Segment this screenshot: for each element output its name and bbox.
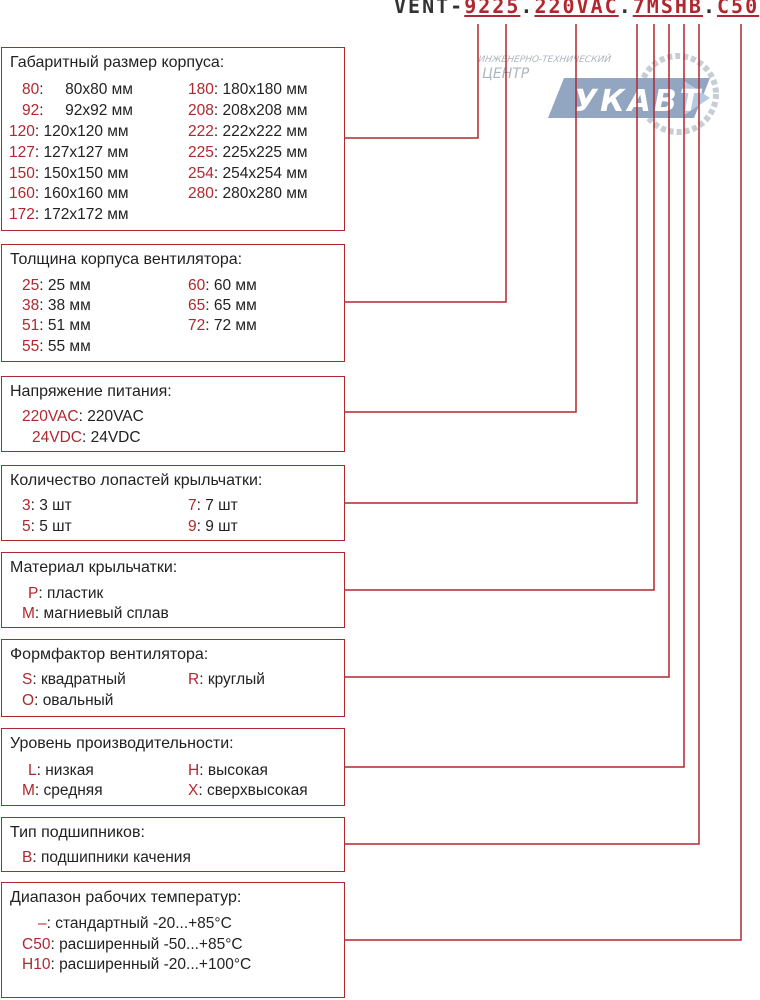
option-item: 72: 72 мм bbox=[188, 317, 257, 334]
logo-line1: ИНЖЕНЕРНО-ТЕХНИЧЕСКИЙ bbox=[478, 53, 612, 65]
option-item: 160: 160x160 мм bbox=[9, 185, 129, 202]
section-temperature: Диапазон рабочих температур: –: стандарт… bbox=[1, 882, 345, 998]
option-item: 3: 3 шт bbox=[22, 497, 72, 514]
option-item: 180: 180x180 мм bbox=[188, 81, 308, 98]
code-segment-performance: H bbox=[674, 0, 689, 18]
option-item: 222: 222x222 мм bbox=[188, 123, 308, 140]
section-voltage: Напряжение питания: 220VAC: 220VAC 24VDC… bbox=[1, 376, 345, 452]
section-title: Уровень производительности: bbox=[10, 735, 234, 752]
option-item: 38: 38 мм bbox=[22, 297, 91, 314]
option-item: 65: 65 мм bbox=[188, 297, 257, 314]
option-item: 25: 25 мм bbox=[22, 277, 91, 294]
section-bearing: Тип подшипников: B: подшипники качения bbox=[1, 817, 345, 872]
option-item: R: круглый bbox=[188, 671, 265, 688]
option-item: 120: 120x120 мм bbox=[9, 123, 129, 140]
section-title: Толщина корпуса вентилятора: bbox=[10, 251, 243, 268]
option-item: 9: 9 шт bbox=[188, 518, 238, 535]
option-item: 60: 60 мм bbox=[188, 277, 257, 294]
option-item: M: средняя bbox=[22, 782, 103, 799]
option-item: 7: 7 шт bbox=[188, 497, 238, 514]
option-item: 80: 80x80 мм bbox=[22, 81, 133, 98]
section-title: Напряжение питания: bbox=[10, 383, 172, 400]
option-item: 92: 92x92 мм bbox=[22, 102, 133, 119]
option-item: 172: 172x172 мм bbox=[9, 206, 129, 223]
model-code-prefix: VENT- bbox=[394, 0, 465, 18]
section-title: Диапазон рабочих температур: bbox=[10, 889, 242, 906]
section-title: Габаритный размер корпуса: bbox=[10, 54, 225, 71]
section-title: Материал крыльчатки: bbox=[10, 559, 178, 576]
option-item: H10: расширенный -20...+100°C bbox=[22, 956, 252, 973]
option-item: 55: 55 мм bbox=[22, 338, 91, 355]
option-item: M: магниевый сплав bbox=[22, 605, 169, 622]
code-segment-blades: 7 bbox=[632, 0, 647, 18]
section-formfactor: Формфактор вентилятора: S: квадратный O:… bbox=[1, 639, 345, 717]
code-segment-material: M bbox=[646, 0, 661, 18]
option-item: 220VAC: 220VAC bbox=[22, 408, 144, 425]
section-blades: Количество лопастей крыльчатки: 3: 3 шт … bbox=[1, 465, 345, 541]
option-item: –: стандартный -20...+85°C bbox=[38, 915, 232, 932]
option-item: S: квадратный bbox=[22, 671, 126, 688]
section-material: Материал крыльчатки: P: пластик M: магни… bbox=[1, 552, 345, 628]
section-performance: Уровень производительности: L: низкая M:… bbox=[1, 728, 345, 806]
option-item: L: низкая bbox=[28, 762, 94, 779]
option-item: H: высокая bbox=[188, 762, 268, 779]
code-segment-voltage: 220VAC bbox=[534, 0, 619, 18]
option-item: 280: 280x280 мм bbox=[188, 185, 308, 202]
section-thickness: Толщина корпуса вентилятора: 25: 25 мм 3… bbox=[1, 244, 345, 362]
option-item: 208: 208x208 мм bbox=[188, 102, 308, 119]
code-segment-bearing: B bbox=[688, 0, 703, 18]
model-code: VENT-9225.220VAC.7MSHB.C50 bbox=[394, 0, 759, 18]
option-item: O: овальный bbox=[22, 692, 114, 709]
option-item: 51: 51 мм bbox=[22, 317, 91, 334]
code-segment-size: 9225 bbox=[464, 0, 521, 18]
section-size: Габаритный размер корпуса: 80: 80x80 мм … bbox=[1, 47, 345, 231]
code-segment-formfactor: S bbox=[660, 0, 675, 18]
section-title: Формфактор вентилятора: bbox=[10, 646, 209, 663]
option-item: X: сверхвысокая bbox=[188, 782, 308, 799]
option-item: B: подшипники качения bbox=[22, 849, 191, 866]
option-item: 225: 225x225 мм bbox=[188, 144, 308, 161]
option-item: 24VDC: 24VDC bbox=[32, 429, 141, 446]
code-segment-temperature: C50 bbox=[717, 0, 760, 18]
section-title: Тип подшипников: bbox=[10, 824, 145, 841]
option-item: 127: 127x127 мм bbox=[9, 144, 129, 161]
option-item: 5: 5 шт bbox=[22, 518, 72, 535]
option-item: 150: 150x150 мм bbox=[9, 165, 129, 182]
option-item: C50: расширенный -50...+85°C bbox=[22, 936, 243, 953]
option-item: 254: 254x254 мм bbox=[188, 165, 308, 182]
option-item: P: пластик bbox=[28, 585, 104, 602]
section-title: Количество лопастей крыльчатки: bbox=[10, 472, 263, 489]
